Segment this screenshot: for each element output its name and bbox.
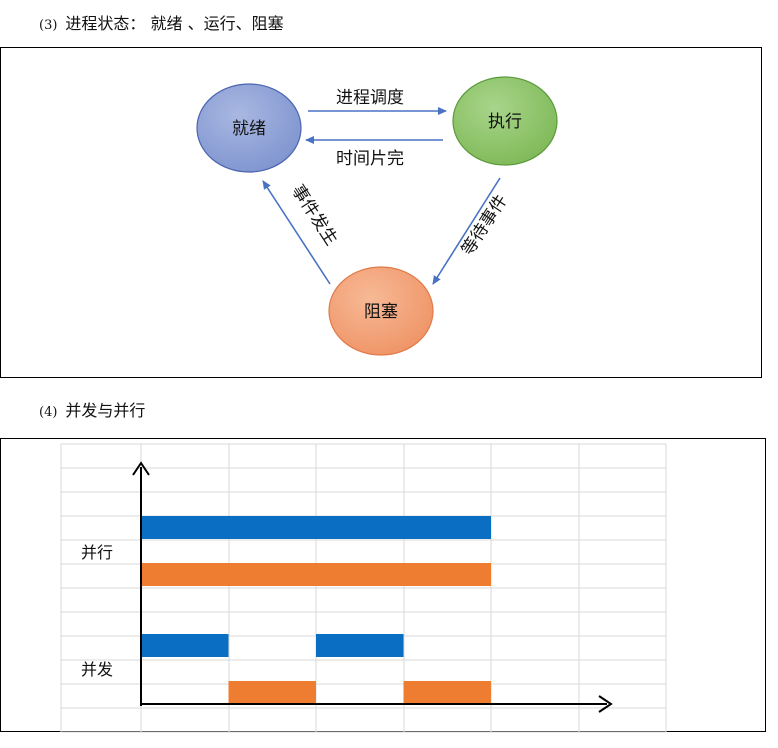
section-4-title: 并发与并行 (65, 401, 146, 420)
parallel-orange-bar (141, 563, 491, 586)
node-blocked-label: 阻塞 (364, 302, 398, 322)
bars (141, 516, 491, 704)
edge-occur-arrow (262, 180, 331, 285)
y-axis-arrowhead (132, 461, 150, 476)
concurrency-parallel-chart: 并行 并发 (0, 438, 766, 733)
node-ready-label: 就绪 (232, 119, 266, 139)
timeline-canvas: 并行 并发 (60, 443, 667, 733)
node-blocked-ellipse (328, 266, 434, 356)
grid (60, 443, 667, 733)
parallel-blue-bar (141, 516, 491, 539)
concurrent-blue-bar (141, 634, 229, 657)
node-running-ellipse (452, 76, 558, 166)
node-blocked: 阻塞 (328, 266, 434, 356)
edge-occur-label: 事件发生 (287, 181, 341, 249)
edge-schedule-label: 进程调度 (336, 88, 404, 108)
x-axis-arrowhead (598, 695, 613, 713)
process-state-diagram: 就绪 执行 阻塞 进程调度 时间片完 等待事件 事件发生 (0, 47, 762, 378)
section-4-number: (4) (39, 405, 58, 420)
state-diagram-canvas: 就绪 执行 阻塞 进程调度 时间片完 等待事件 事件发生 (196, 76, 558, 356)
edge-timeslice-label: 时间片完 (336, 149, 404, 169)
section-4-heading: (4) 并发与并行 (39, 397, 145, 421)
section-3-heading: (3) 进程状态： 就绪 、运行、阻塞 (39, 10, 284, 34)
concurrent-blue-bar (316, 634, 404, 657)
node-running: 执行 (452, 76, 558, 166)
concurrent-label: 并发 (81, 660, 113, 679)
concurrent-orange-bar (403, 681, 491, 704)
edge-wait-arrow (432, 177, 501, 285)
node-running-label: 执行 (488, 112, 522, 132)
concurrent-orange-bar (228, 681, 316, 704)
section-3-title: 进程状态： 就绪 、运行、阻塞 (65, 14, 284, 33)
section-3-number: (3) (39, 18, 58, 33)
parallel-label: 并行 (81, 543, 113, 562)
node-ready-ellipse (196, 83, 302, 173)
node-ready: 就绪 (196, 83, 302, 173)
